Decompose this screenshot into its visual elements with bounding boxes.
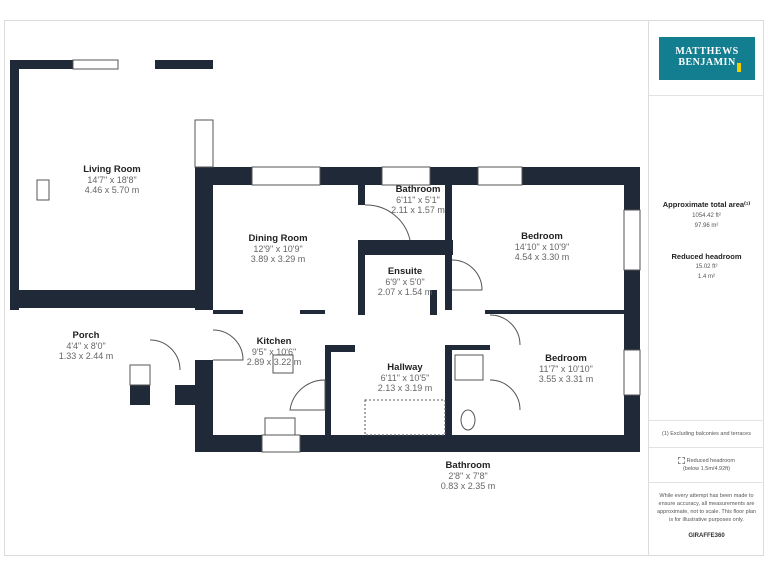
total-area-label: Approximate total area⁽¹⁾: [662, 200, 751, 209]
total-area-ft: 1054.42 ft²: [692, 213, 721, 219]
dashed-square-icon: [678, 457, 686, 465]
reduced-headroom-label: Reduced headroom: [671, 252, 742, 261]
reduced-headroom-m: 1.4 m²: [697, 274, 715, 280]
total-area-m: 97.96 m²: [694, 223, 719, 229]
disclaimer: While every attempt has been made to ens…: [657, 493, 756, 523]
legend-reduced-headroom: Reduced headroom(below 1.5m/4.92ft): [649, 457, 764, 473]
logo-accent-icon: [737, 63, 741, 72]
page-frame: [4, 20, 764, 556]
reduced-headroom-ft: 15.02 ft²: [695, 264, 718, 270]
windows-doors: [36, 59, 641, 453]
walls: [10, 60, 640, 452]
giraffe360-brand: GIRAFFE360: [688, 533, 725, 539]
footnote: (1) Excluding balconies and terraces: [662, 431, 751, 437]
